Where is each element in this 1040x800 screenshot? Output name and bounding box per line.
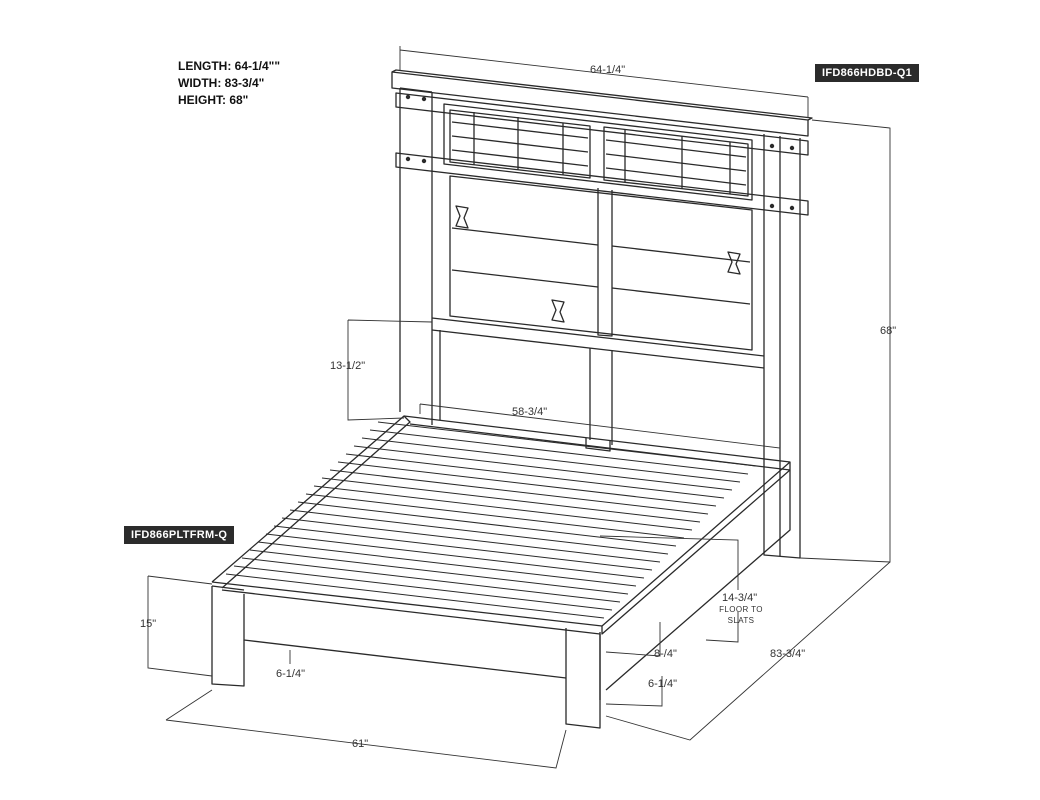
dim-total-length: 83-3/4" <box>770 648 806 660</box>
platform-model-tag: IFD866PLTFRM-Q <box>124 526 235 544</box>
dim-underside-clearance: 13-1/2" <box>330 360 366 372</box>
dim-leg-clearance-left: 6-1/4" <box>276 668 305 680</box>
caption-line-1: FLOOR TO <box>719 605 763 614</box>
spec-width: WIDTH: 83-3/4" <box>178 76 265 90</box>
dim-leg-clearance-right: 6-1/4" <box>648 678 677 690</box>
platform-frame <box>211 415 791 729</box>
dim-floor-to-slats-caption: FLOOR TO SLATS <box>716 604 766 626</box>
dim-total-height: 68" <box>880 325 897 337</box>
dim-footboard-width: 61" <box>352 738 369 750</box>
caption-line-2: SLATS <box>727 616 755 625</box>
dim-footboard-height: 15" <box>140 618 157 630</box>
headboard-model-tag: IFD866HDBD-Q1 <box>815 64 920 82</box>
dim-rail-height: 8-/4" <box>654 648 677 660</box>
spec-length: LENGTH: 64-1/4"" <box>178 59 281 73</box>
dim-inner-width: 58-3/4" <box>512 406 548 418</box>
dim-headboard-width: 64-1/4" <box>590 64 626 76</box>
spec-summary: LENGTH: 64-1/4"" WIDTH: 83-3/4" HEIGHT: … <box>178 58 280 109</box>
spec-height: HEIGHT: 68" <box>178 93 249 107</box>
headboard <box>391 69 813 559</box>
dim-floor-to-slats: 14-3/4" <box>722 592 758 604</box>
